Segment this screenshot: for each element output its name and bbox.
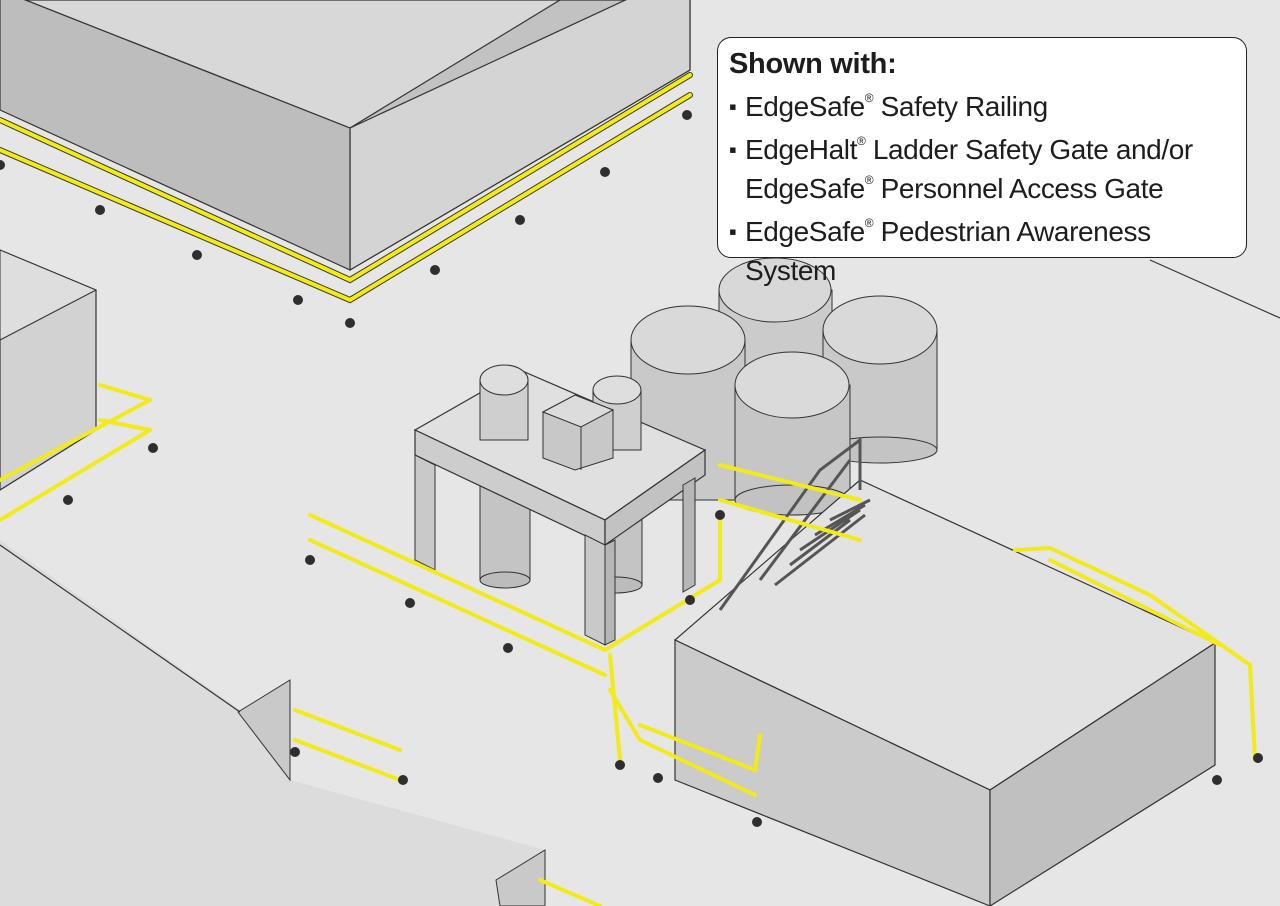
railing-posts [0, 110, 1263, 827]
product-name: EdgeSafe [745, 173, 865, 204]
product-description: Personnel Access Gate [873, 173, 1164, 204]
safety-railings [0, 72, 1263, 906]
product-item-safety-railing: ▪ EdgeSafe® Safety Railing [729, 87, 1234, 126]
bullet-icon: ▪ [729, 137, 737, 162]
roof-edge-line-right [1149, 259, 1280, 319]
product-description: Pedestrian Awareness System [745, 216, 1151, 286]
left-building [0, 249, 98, 491]
registered-mark: ® [857, 134, 866, 148]
equipment-stand [413, 364, 707, 646]
roof-step-1 [237, 679, 291, 782]
product-item-gates-line2: EdgeSafe® Personnel Access Gate [745, 169, 1234, 208]
product-name: EdgeSafe [745, 216, 865, 247]
product-description: Ladder Safety Gate and/or [865, 134, 1193, 165]
registered-mark: ® [864, 173, 874, 187]
callout-title: Shown with: [729, 48, 897, 80]
product-list: ▪EdgeSafe® Safety Railing ▪EdgeHalt® Lad… [729, 87, 1234, 290]
bullet-icon: ▪ [729, 94, 737, 119]
product-callout-box: Shown with: ▪EdgeSafe® Safety Railing ▪E… [717, 37, 1247, 286]
penthouse-building [0, 0, 691, 272]
roof-edge-line [0, 544, 241, 713]
product-name: EdgeSafe [745, 91, 865, 122]
registered-mark: ® [864, 91, 874, 105]
product-item-gates: ▪EdgeHalt® Ladder Safety Gate and/or Edg… [729, 130, 1234, 208]
product-name: EdgeHalt [745, 134, 857, 165]
registered-mark: ® [864, 216, 874, 230]
access-stairs [718, 437, 871, 611]
product-item-pedestrian-awareness: ▪ EdgeSafe® Pedestrian Awareness System [729, 212, 1234, 290]
product-description: Safety Railing [873, 91, 1049, 122]
roof-step-2 [495, 849, 546, 906]
bullet-icon: ▪ [729, 219, 737, 244]
